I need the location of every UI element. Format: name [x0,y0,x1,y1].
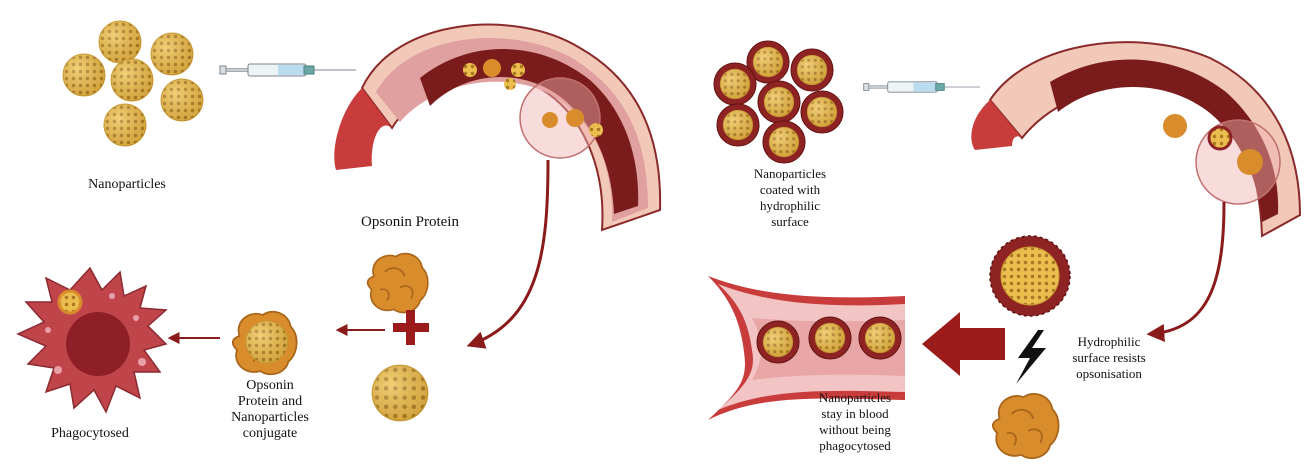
lightning-icon [1016,330,1046,384]
opsonin-protein-icon [368,254,428,313]
nanoparticle-icon [372,365,427,420]
conjugate-label: Opsonin Protein and Nanoparticles conjug… [220,378,320,442]
resists-opsonisation-label: Hydrophilic surface resists opsonisation [1054,334,1164,382]
opsonin-protein-label: Opsonin Protein [345,214,475,230]
phagocytosed-label: Phagocytosed [30,426,150,442]
nanoparticle-cluster-left [63,21,203,146]
arrow-to-resistance [1150,202,1224,334]
blood-vessel-right [971,42,1300,236]
blood-vessel-left [334,25,660,230]
stay-in-blood-label: Nanoparticles stay in blood without bein… [800,390,910,454]
coated-nanoparticle-large [990,236,1070,316]
nanoparticles-label: Nanoparticles [62,177,192,193]
plus-icon [393,310,429,345]
syringe-icon [220,64,356,76]
opsonin-protein-icon [993,394,1059,458]
arrow-to-conjugation [470,160,548,345]
coated-nanoparticle-cluster [714,41,843,163]
syringe-icon [864,82,981,92]
big-left-arrow [922,312,1005,376]
coated-nanoparticles-label: Nanoparticles coated with hydrophilic su… [740,166,840,230]
phagocyte-cell [18,268,166,412]
opsonin-nanoparticle-conjugate [233,312,297,375]
